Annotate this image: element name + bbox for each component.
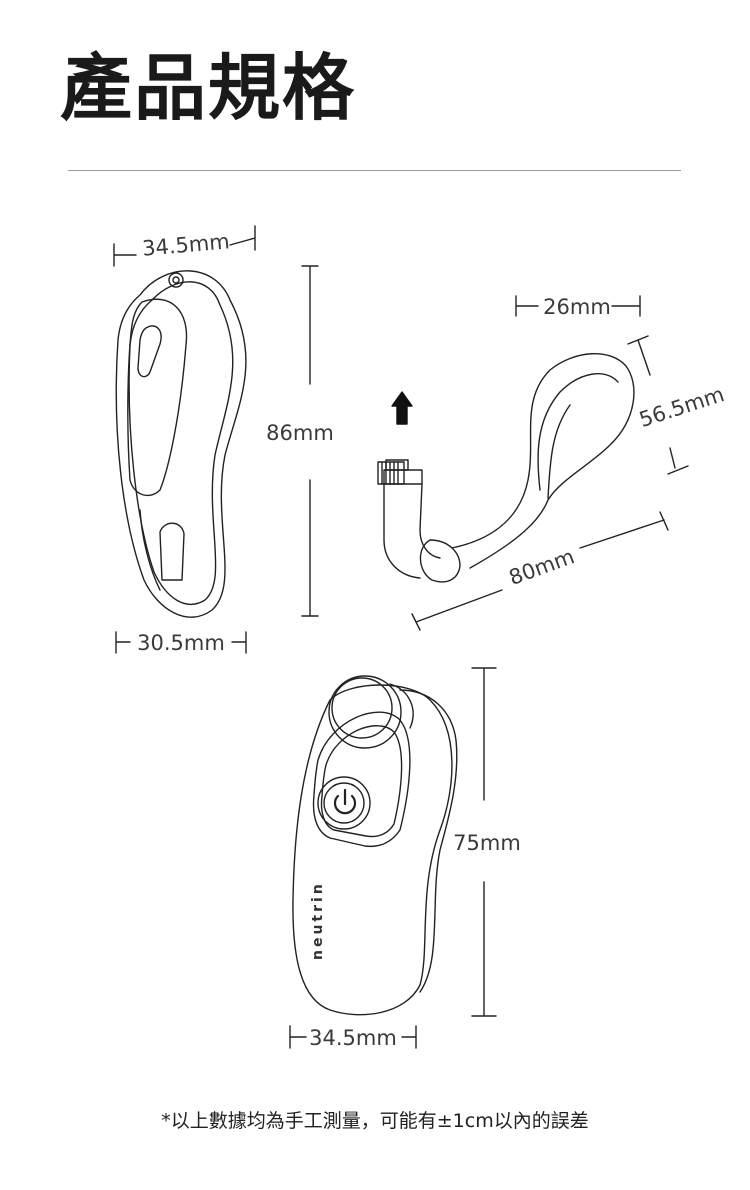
- dim-device-front-width-top: 34.5mm: [141, 229, 230, 261]
- page-title: 產品規格: [60, 46, 357, 130]
- title-divider: [68, 170, 681, 171]
- brand-logo: neutrin: [310, 881, 326, 960]
- dim-cable-height: 56.5mm: [636, 382, 727, 432]
- dim-device-side-width: 34.5mm: [309, 1026, 397, 1050]
- measurement-footnote: *以上數據均為手工測量，可能有±1cm以內的誤差: [161, 1110, 589, 1132]
- device-front-illustration: [115, 270, 247, 618]
- dim-cable-length: 80mm: [506, 544, 578, 590]
- dim-device-front-width-bottom: 30.5mm: [137, 631, 225, 655]
- dim-device-side-height: 75mm: [453, 831, 521, 855]
- device-side-illustration: [292, 675, 458, 1016]
- dim-device-front-height: 86mm: [266, 421, 334, 445]
- cable-illustration: [377, 353, 635, 583]
- dim-cable-width: 26mm: [543, 295, 611, 319]
